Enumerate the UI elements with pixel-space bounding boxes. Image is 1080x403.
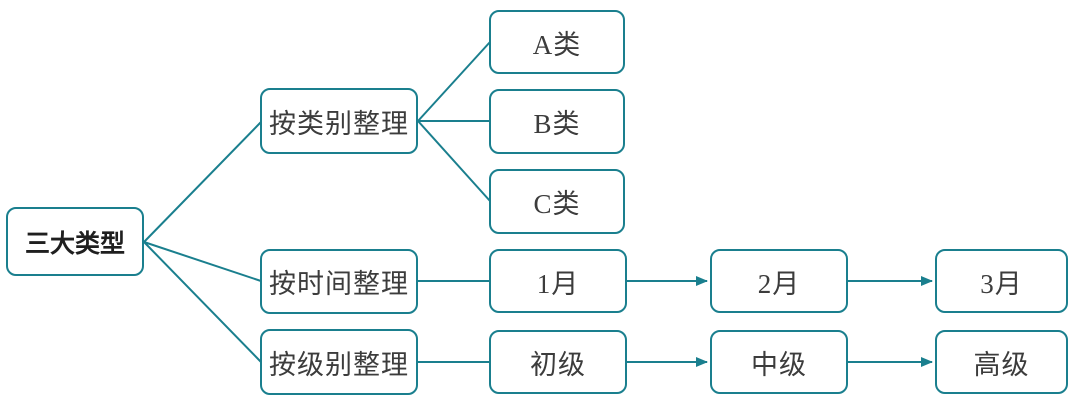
node-by-time: 按时间整理	[260, 249, 418, 314]
node-month-3: 3月	[935, 249, 1068, 313]
node-by-level: 按级别整理	[260, 329, 418, 395]
node-level-advanced: 高级	[935, 330, 1068, 394]
node-class-a: A类	[489, 10, 625, 74]
node-level-intermediate: 中级	[710, 330, 848, 394]
edge-root-to-level	[143, 241, 262, 363]
node-level-beginner: 初级	[489, 330, 627, 394]
edge-root-to-time	[143, 241, 262, 282]
node-class-b: B类	[489, 89, 625, 154]
edge-root-to-category	[143, 121, 262, 243]
node-root: 三大类型	[6, 207, 144, 276]
node-month-1: 1月	[489, 249, 627, 313]
node-by-category: 按类别整理	[260, 88, 418, 154]
node-class-c: C类	[489, 169, 625, 234]
edge-category-to-c	[417, 120, 491, 202]
edge-category-to-a	[417, 41, 491, 122]
node-month-2: 2月	[710, 249, 848, 313]
